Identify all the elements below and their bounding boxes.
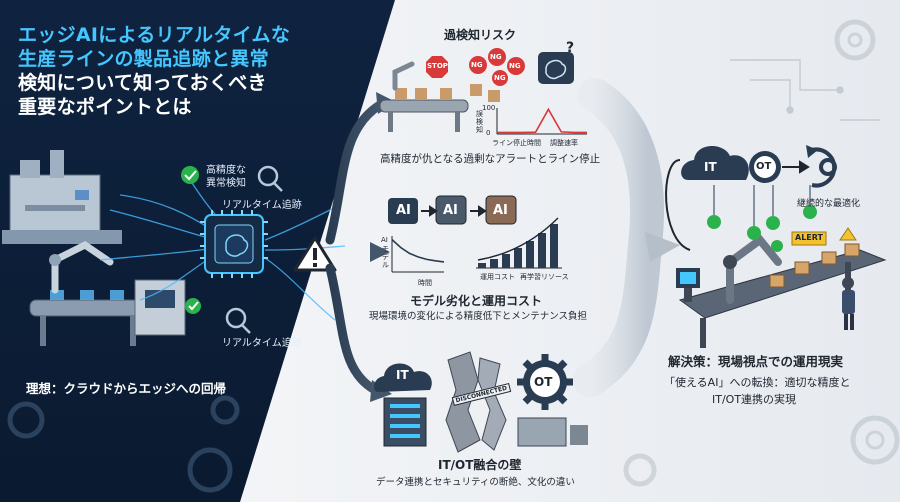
solution-caption-1: 「使えるAI」への転換：適切な精度と (664, 376, 851, 389)
dark-diagonal-panel (0, 0, 395, 502)
chart1-xlabel-1: ライン停止時間 (492, 139, 541, 147)
question-mark: ? (566, 40, 574, 56)
factory-illustration (2, 150, 186, 346)
panel1-title: 過検知リスク (444, 28, 517, 42)
chart1-ylabel-2: 検 (476, 118, 483, 126)
chart1-xlabel-2: 調整速率 (550, 139, 578, 147)
chart-false-detection (496, 107, 587, 135)
label-tracking-top: リアルタイム追跡 (222, 200, 302, 211)
chart3-xlabel-2: 再学習リソース (520, 273, 569, 281)
chart3-bar (490, 259, 498, 268)
panel2-title: モデル劣化と運用コスト (410, 294, 543, 308)
chart2-ylabel-2: モ (382, 245, 389, 253)
title-line-4: 重要なポイントとは (18, 96, 192, 118)
chart1-series-line (497, 107, 587, 134)
ai-label: AI (493, 203, 508, 218)
circuit-lines (730, 59, 880, 121)
chart3-bar (538, 233, 546, 268)
solution-ot-label: OT (756, 161, 772, 172)
chart1-tick-0: 0 (486, 129, 491, 137)
ot-label: OT (534, 375, 553, 389)
it-label: IT (396, 368, 409, 382)
branch-arrows (325, 100, 385, 395)
check-icon (181, 166, 199, 184)
ai-label: AI (443, 203, 458, 218)
panel2-caption: 現場環境の変化による精度低下とメンテナンス負担 (369, 311, 588, 322)
label-anomaly-2: 異常検知 (206, 178, 246, 189)
chart1-tick-100: 100 (482, 104, 496, 112)
solution-caption-2: IT/OT連携の実現 (712, 393, 797, 406)
chart-model-degradation (391, 236, 445, 273)
chart3-bar (514, 248, 522, 268)
stop-sign-text: STOP (427, 62, 448, 70)
magnifier-icon (225, 307, 251, 334)
chart2-series-line (391, 239, 445, 263)
ai-label: AI (396, 203, 411, 218)
flow-arrow-to-solution (573, 78, 665, 397)
chart2-ylabel-3: デ (382, 253, 389, 261)
ng-badge-text: NG (490, 53, 502, 61)
chart2-ylabel-4: ル (382, 261, 389, 269)
chart3-trend-line (477, 217, 559, 261)
ai-chip (200, 210, 268, 278)
chart3-bar (526, 241, 534, 268)
solution-it-label: IT (704, 160, 717, 174)
ng-badge-text: NG (471, 61, 483, 69)
ng-badge-text: NG (494, 74, 506, 82)
title-line-2: 生産ラインの製品追跡と異常 (18, 48, 269, 70)
panel2-illustration (388, 195, 517, 225)
chart3-xlabel-1: 運用コスト (480, 273, 515, 281)
chart3-bar (478, 263, 486, 268)
flow-arrow-head (645, 232, 680, 262)
solution-title: 解決策：現場視点での運用現実 (668, 354, 844, 369)
chart-operational-cost (476, 217, 562, 269)
warning-icon (293, 236, 337, 272)
title-line-1: エッジAIによるリアルタイムな (18, 24, 291, 46)
ng-badge-text: NG (509, 62, 521, 70)
label-anomaly-1: 高精度な (206, 165, 246, 176)
gear-icon (623, 19, 900, 487)
chart1-ylabel-1: 誤 (476, 110, 483, 118)
panel1-caption: 高精度が仇となる過剰なアラートとライン停止 (380, 153, 601, 165)
panel3-title: IT/OT融合の壁 (438, 458, 522, 472)
optimization-label: 継続的な最適化 (797, 199, 861, 209)
brain-chip-icon (538, 52, 574, 84)
ideal-caption: 理想：クラウドからエッジへの回帰 (26, 381, 227, 396)
chart2-ylabel-1: AI (381, 236, 388, 244)
chart2-xlabel: 時間 (418, 279, 432, 287)
alert-label: ALERT (795, 233, 824, 242)
gear-icon (7, 395, 240, 493)
chart3-bar (550, 224, 558, 268)
drop-lines (713, 185, 811, 226)
solution-illustration (665, 145, 887, 348)
chart1-ylabel-3: 知 (476, 126, 483, 134)
check-icon (185, 298, 201, 314)
panel3-caption: データ連携とセキュリティの断絶、文化の違い (376, 477, 575, 488)
panel1-illustration (379, 56, 469, 132)
magnifier-icon (257, 165, 283, 192)
label-tracking-bottom: リアルタイム追跡 (222, 338, 302, 349)
title-line-3: 検知について知っておくべき (18, 72, 267, 94)
ng-badges (469, 48, 525, 102)
check-icons-solution (707, 205, 817, 252)
chart3-bar (502, 254, 510, 268)
